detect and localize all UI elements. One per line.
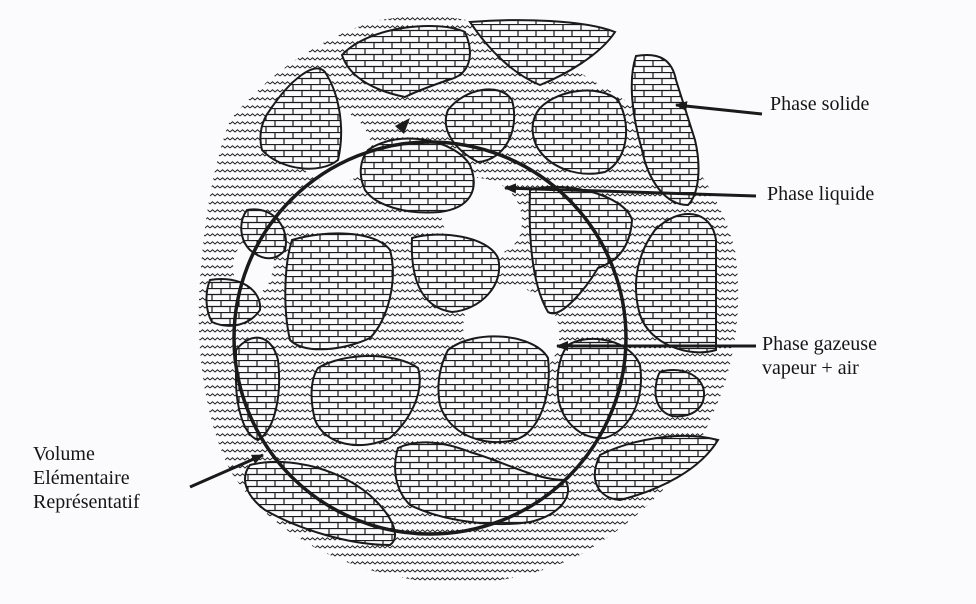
arrow-solid-phase <box>676 105 762 114</box>
label-gas-phase-line2: vapeur + air <box>762 356 877 380</box>
label-rev-line2: Elémentaire <box>33 466 140 490</box>
label-rev-line3: Représentatif <box>33 490 140 514</box>
label-liquid-phase: Phase liquide <box>767 182 874 206</box>
label-gas-phase: Phase gazeuse vapeur + air <box>762 332 877 380</box>
label-rev: Volume Elémentaire Représentatif <box>33 442 140 514</box>
label-gas-phase-line1: Phase gazeuse <box>762 332 877 356</box>
label-rev-line1: Volume <box>33 442 140 466</box>
label-solid-phase: Phase solide <box>770 92 869 116</box>
